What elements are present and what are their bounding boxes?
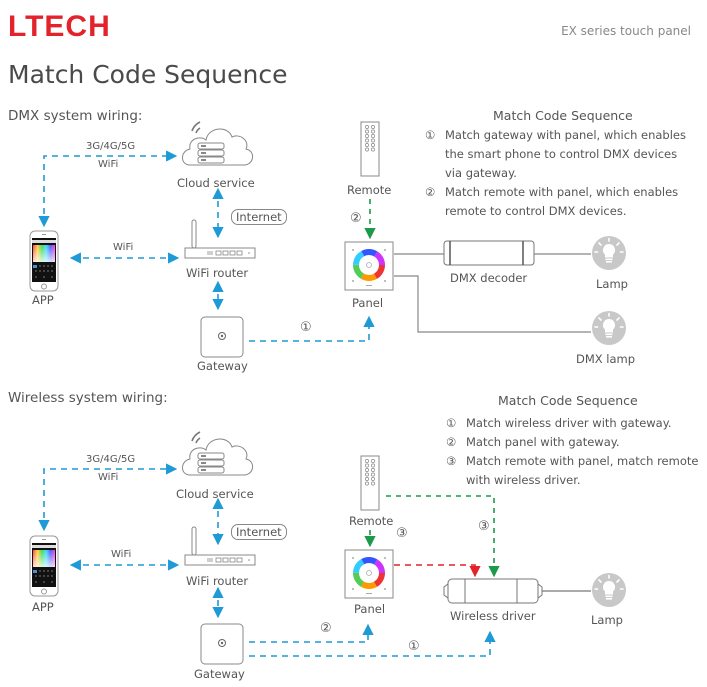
dmx-panel-label: Panel <box>352 296 384 310</box>
wl-lamp-icon <box>591 572 627 608</box>
wl-phone-icon <box>29 535 59 597</box>
dmx-cloud-label: Cloud service <box>177 176 255 190</box>
wl-cloud-icon <box>181 431 254 476</box>
wl-panel-icon <box>345 550 393 598</box>
dmx-lamp-icon <box>591 235 627 271</box>
wl-step-3: ③ Match remote with panel, match remote … <box>446 452 698 490</box>
dmx-dmx-lamp-label: DMX lamp <box>576 352 636 366</box>
dmx-dmx-lamp-icon <box>591 310 627 346</box>
dmx-gateway-label: Gateway <box>197 359 248 373</box>
wl-cellular-label: 3G/4G/5G <box>86 454 136 465</box>
wl-remote-icon <box>360 455 380 511</box>
wireless-driver-icon <box>443 578 543 604</box>
dmx-router-icon <box>184 219 256 259</box>
step-text: via gateway. <box>445 166 517 180</box>
step-text: Match panel with gateway. <box>466 435 620 449</box>
dmx-lamp-label: Lamp <box>596 277 628 291</box>
wl-step3-marker-driver: ③ <box>478 519 490 534</box>
brand-logo: LTECH <box>8 10 111 43</box>
dmx-sequence-title: Match Code Sequence <box>493 108 633 123</box>
wl-wifi-links <box>38 463 496 657</box>
dmx-sequence-list: ① Match gateway with panel, which enable… <box>425 126 686 221</box>
wl-panel-driver-link <box>394 564 481 578</box>
dmx-decoder-icon <box>443 240 535 266</box>
dmx-cellular-wifi-label: WiFi <box>98 159 119 170</box>
step-text: Match gateway with panel, which enables <box>445 128 686 142</box>
dmx-wires <box>394 253 591 333</box>
dmx-wifi-links <box>38 150 375 342</box>
wireless-section-title: Wireless system wiring: <box>8 390 168 406</box>
step-text: Match wireless driver with gateway. <box>466 416 672 430</box>
wl-router-label: WiFi router <box>186 574 249 588</box>
dmx-app-label: APP <box>32 293 54 307</box>
dmx-cellular-label: 3G/4G/5G <box>86 141 136 152</box>
dmx-step2-marker: ② <box>350 211 362 226</box>
dmx-panel-icon <box>345 242 393 290</box>
step-number: ① <box>425 128 436 142</box>
dmx-remote-label: Remote <box>347 183 392 197</box>
wl-driver-label: Wireless driver <box>450 609 536 623</box>
step-number: ① <box>446 416 457 430</box>
wl-sequence-list: ① Match wireless driver with gateway. ② … <box>446 414 698 490</box>
wl-wifi-label: WiFi <box>111 549 132 560</box>
dmx-gateway-icon <box>200 316 244 358</box>
wl-remote-label: Remote <box>349 514 394 528</box>
step-number: ③ <box>446 454 457 468</box>
wl-lamp-label: Lamp <box>591 613 623 627</box>
wl-step1-marker: ① <box>408 639 420 654</box>
dmx-phone-icon <box>29 230 59 292</box>
dmx-diagram <box>29 121 627 358</box>
wireless-diagram <box>29 431 627 665</box>
wl-step-1: ① Match wireless driver with gateway. <box>446 414 698 433</box>
wl-step3-marker-panel: ③ <box>396 526 408 541</box>
wl-cloud-label: Cloud service <box>176 487 254 501</box>
product-series: EX series touch panel <box>561 24 691 38</box>
step-text: Match remote with panel, match remote <box>466 454 699 468</box>
wl-panel-label: Panel <box>354 602 386 616</box>
step-text: with wireless driver. <box>466 473 581 487</box>
dmx-internet-badge: Internet <box>231 209 287 225</box>
step-text: remote to control DMX devices. <box>445 204 627 218</box>
wl-gateway-icon <box>200 623 244 665</box>
dmx-cloud-icon <box>181 121 254 166</box>
step-number: ② <box>446 435 457 449</box>
wl-step2-marker: ② <box>320 621 332 636</box>
step-number: ② <box>425 185 436 199</box>
dmx-step-2: ② Match remote with panel, which enables… <box>425 183 686 221</box>
dmx-section-title: DMX system wiring: <box>8 108 143 124</box>
wl-app-label: APP <box>32 600 54 614</box>
dmx-router-label: WiFi router <box>186 266 249 280</box>
wl-gateway-label: Gateway <box>194 667 245 681</box>
wl-step-2: ② Match panel with gateway. <box>446 433 698 452</box>
wl-cellular-wifi-label: WiFi <box>98 472 119 483</box>
wl-sequence-title: Match Code Sequence <box>498 393 638 408</box>
page-title: Match Code Sequence <box>8 60 288 89</box>
step-text: Match remote with panel, which enables <box>445 185 679 199</box>
wl-internet-badge: Internet <box>231 524 287 540</box>
dmx-step1-marker: ① <box>300 320 312 335</box>
step-text: the smart phone to control DMX devices <box>445 147 678 161</box>
dmx-step-1: ① Match gateway with panel, which enable… <box>425 126 686 183</box>
dmx-remote-icon <box>360 121 380 177</box>
wl-remote-links <box>364 495 500 578</box>
dmx-decoder-label: DMX decoder <box>450 271 528 285</box>
dmx-wifi-label: WiFi <box>113 242 134 253</box>
